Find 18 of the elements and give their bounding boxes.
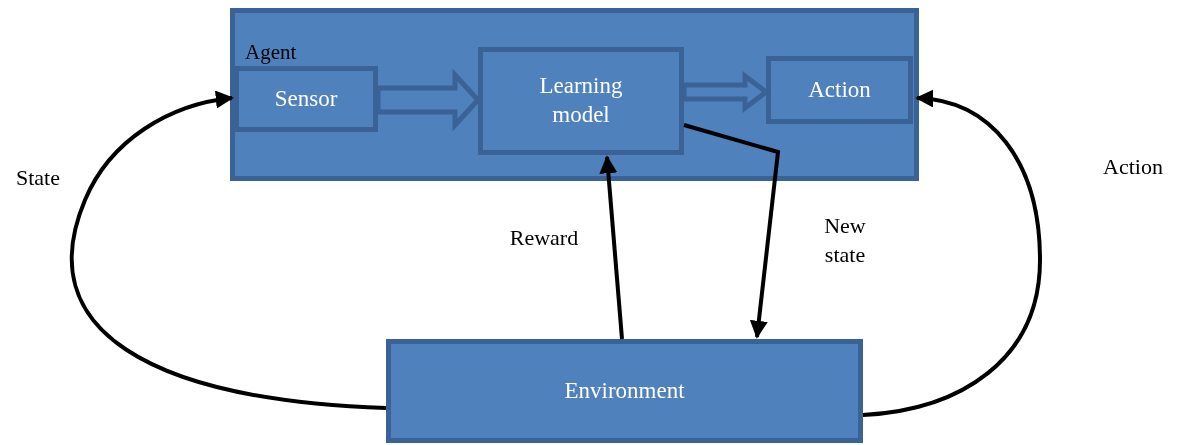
arrow	[862, 90, 1042, 417]
process-box	[478, 47, 684, 155]
box-label: Action	[808, 75, 871, 104]
box-label: Environment	[564, 376, 685, 405]
arrow	[70, 91, 387, 410]
edge-label: Action	[1102, 153, 1164, 181]
environment-box	[386, 339, 863, 443]
box-label: Sensor	[274, 84, 338, 113]
panel-title: Agent	[245, 39, 297, 66]
arrow	[683, 123, 781, 339]
process-box	[766, 56, 913, 124]
process-box	[234, 66, 378, 132]
edge-label: New state	[823, 212, 867, 269]
agent-panel	[230, 8, 919, 181]
edge-label: State	[15, 164, 61, 192]
edge-label: Reward	[508, 224, 580, 252]
box-label: Learning model	[538, 72, 624, 129]
arrow	[599, 155, 624, 340]
